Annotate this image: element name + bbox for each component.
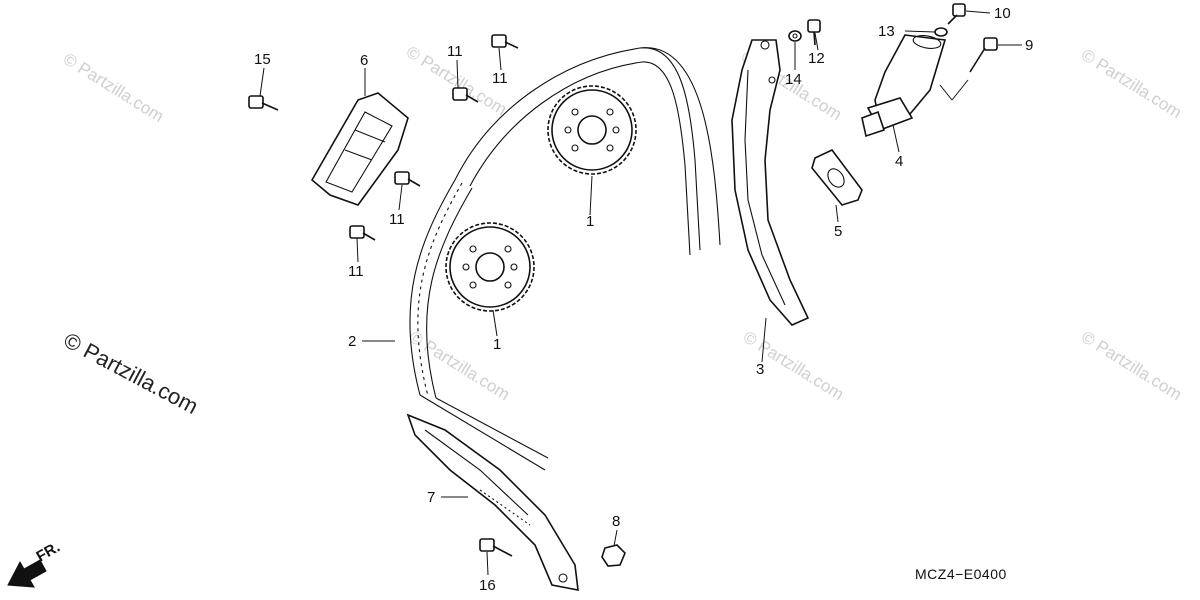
leader-lines: [259, 10, 1022, 576]
part-chain-guide-fixed: [406, 413, 579, 591]
callout-part-9: 9: [1025, 37, 1033, 54]
callout-part-5: 5: [834, 223, 842, 240]
bolt-11-a: [491, 34, 519, 49]
part-tensioner-lifter: [861, 34, 947, 138]
front-direction-arrow: FR.: [7, 539, 63, 588]
callout-part-12: 12: [808, 50, 825, 67]
callout-part-1-upper: 1: [586, 213, 594, 230]
washer-14: [788, 30, 802, 42]
nut-8: [601, 544, 626, 567]
callout-part-14: 14: [785, 71, 802, 88]
callout-part-11-b: 11: [492, 70, 508, 87]
bolt-11-d: [349, 225, 376, 241]
bolt-15: [248, 95, 279, 111]
watermark-text: © Partzilla.com: [1078, 327, 1185, 404]
part-chain-guide-upper: [310, 92, 409, 206]
front-arrow-icon: [7, 559, 47, 588]
callout-part-11-d: 11: [348, 263, 364, 280]
callout-part-4: 4: [895, 153, 903, 170]
callout-part-2: 2: [348, 333, 356, 350]
bolt-11-b: [452, 87, 479, 103]
bolt-12: [807, 19, 821, 46]
callout-part-7: 7: [427, 489, 435, 506]
callout-part-11-a: 11: [447, 43, 463, 60]
callout-part-1-lower: 1: [493, 336, 501, 353]
watermark-text: © Partzilla.com: [60, 49, 167, 126]
bolt-11-c: [394, 171, 421, 187]
watermark-prominent: © Partzilla.com: [60, 327, 203, 419]
callout-labels: 1 1 2 3 4 5 6 7 8 9 10 11 11 11 11 12 13…: [254, 5, 1033, 594]
watermark-text: © Partzilla.com: [1078, 45, 1185, 122]
bolt-16: [479, 538, 513, 557]
diagram-code: MCZ4−E0400: [915, 566, 1007, 582]
callout-part-10: 10: [994, 5, 1011, 22]
sprocket-lower: [445, 222, 535, 312]
part-tensioner-arm: [731, 39, 810, 326]
callout-part-3: 3: [756, 361, 764, 378]
callout-part-13: 13: [878, 23, 895, 40]
callout-part-15: 15: [254, 51, 271, 68]
bolt-9: [969, 37, 998, 73]
washer-13: [934, 27, 948, 37]
bolt-10: [947, 3, 966, 25]
sprocket-upper: [547, 85, 637, 175]
callout-part-6: 6: [360, 52, 368, 69]
callout-part-11-c: 11: [389, 211, 405, 228]
part-gasket: [811, 148, 863, 206]
part-cam-chain: [409, 47, 721, 471]
watermark-layer: © Partzilla.com © Partzilla.com © Partzi…: [60, 42, 1185, 404]
callout-part-16: 16: [479, 577, 496, 594]
callout-part-8: 8: [612, 513, 620, 530]
